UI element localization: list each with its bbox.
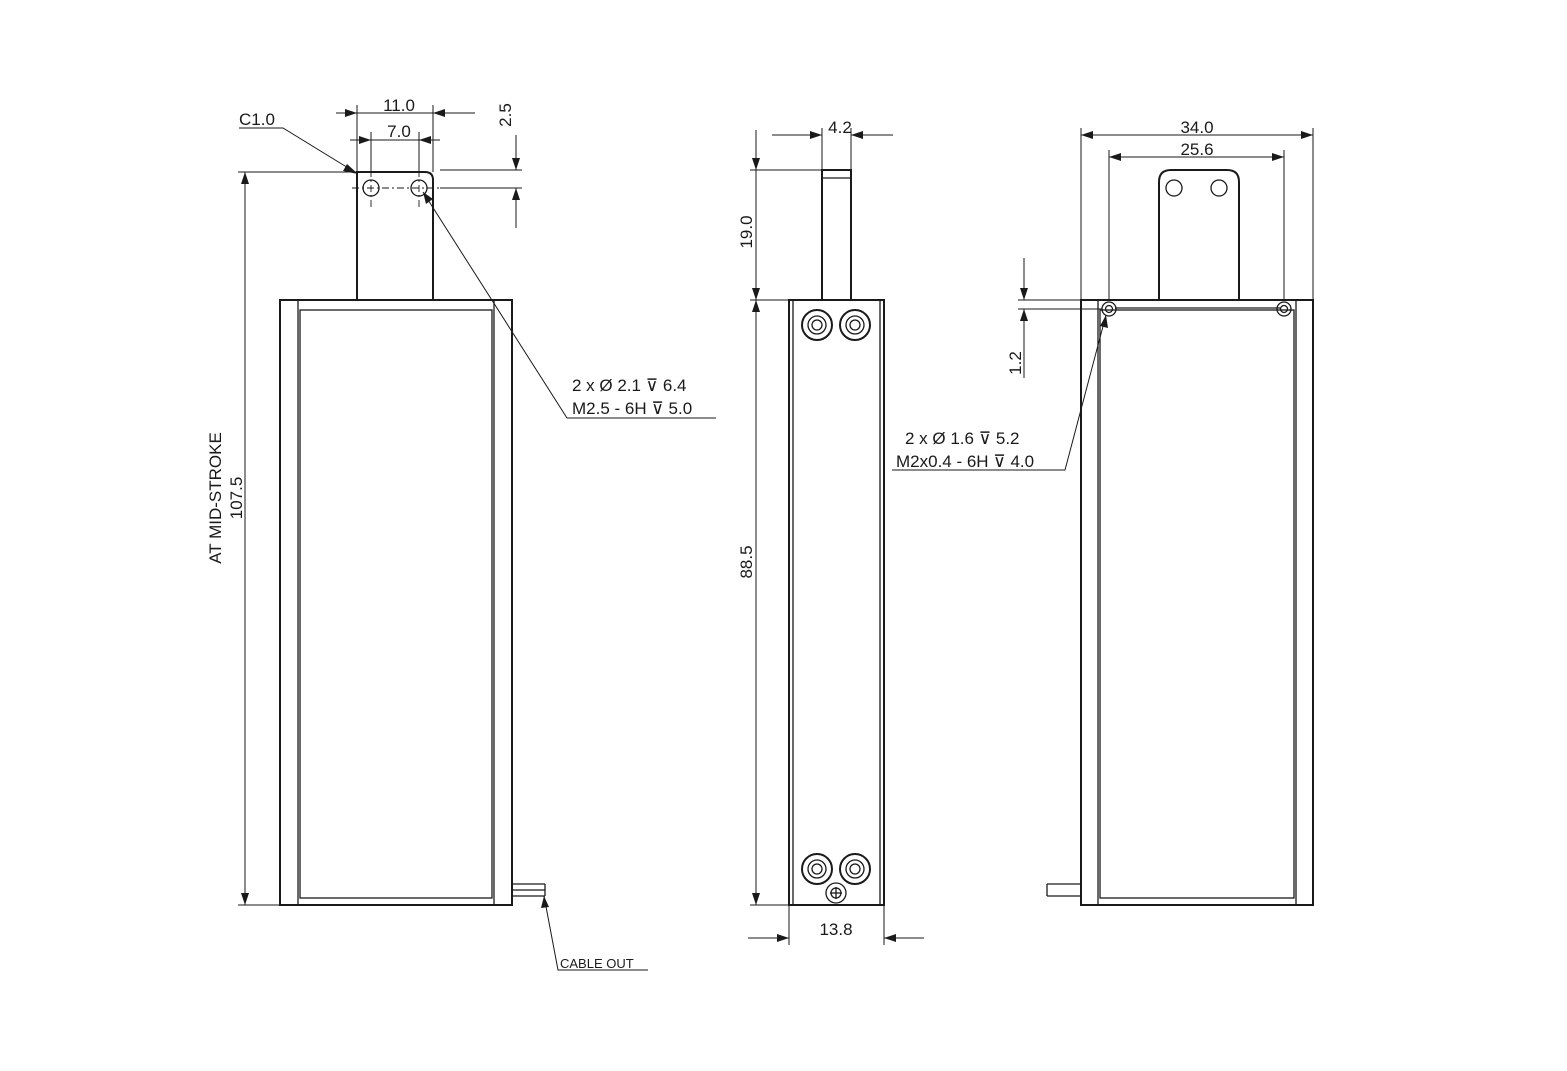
callout-front-hole-line1: 2 x Ø 2.1 ⊽ 6.4 (572, 376, 687, 395)
dim-shaft-height: 19.0 (737, 215, 756, 248)
callout-rear-hole-line2: M2x0.4 - 6H ⊽ 4.0 (896, 452, 1034, 471)
dim-body-height: 88.5 (737, 545, 756, 578)
rear-body-inner (1099, 309, 1295, 899)
side-view: 4.2 19.0 88.5 13.8 (737, 118, 924, 945)
rear-bracket-hole-right (1210, 179, 1228, 197)
rear-view: 34.0 25.6 1.2 2 x Ø 1.6 ⊽ 5.2 M2x0.4 - 6… (892, 118, 1314, 906)
dim-front-hole-spacing: 7.0 (387, 122, 411, 141)
front-view: 11.0 7.0 2.5 C1.0 107.5 AT MID-STROKE (206, 96, 716, 971)
dim-rear-width: 34.0 (1180, 118, 1213, 137)
dim-front-tab-offset: 2.5 (496, 103, 515, 127)
dim-front-width: 11.0 (383, 96, 415, 115)
callout-front-hole-line2: M2.5 - 6H ⊽ 5.0 (572, 399, 692, 418)
front-body-inner (299, 309, 493, 899)
label-chamfer: C1.0 (239, 110, 275, 129)
rear-cable (1046, 883, 1081, 897)
dim-rear-hole-offset: 1.2 (1006, 351, 1025, 375)
dim-overall-height: 107.5 (227, 477, 246, 520)
side-body (788, 299, 885, 906)
dim-shaft-width: 4.2 (828, 118, 852, 137)
front-body-outer (279, 299, 513, 906)
callout-rear-hole-line1: 2 x Ø 1.6 ⊽ 5.2 (905, 429, 1020, 448)
dim-rear-hole-spacing: 25.6 (1180, 140, 1213, 159)
rear-mount-hole-left (1101, 301, 1117, 317)
rear-body-outer (1080, 299, 1314, 906)
rear-bracket (1158, 169, 1240, 300)
dim-overall-height-note: AT MID-STROKE (206, 432, 225, 564)
dim-body-width: 13.8 (819, 920, 852, 939)
side-screw-top-right (839, 309, 871, 341)
label-cable-out: CABLE OUT (560, 956, 634, 971)
rear-mount-hole-right (1276, 301, 1292, 317)
side-shaft (821, 169, 852, 301)
rear-bracket-hole-left (1165, 179, 1183, 197)
side-screw-top-left (801, 309, 833, 341)
cable-out (512, 883, 546, 897)
front-tab (356, 171, 434, 300)
side-screw-bottom-right (839, 853, 871, 885)
side-screw-bottom-left (801, 853, 833, 885)
side-cable-connector (825, 882, 847, 904)
